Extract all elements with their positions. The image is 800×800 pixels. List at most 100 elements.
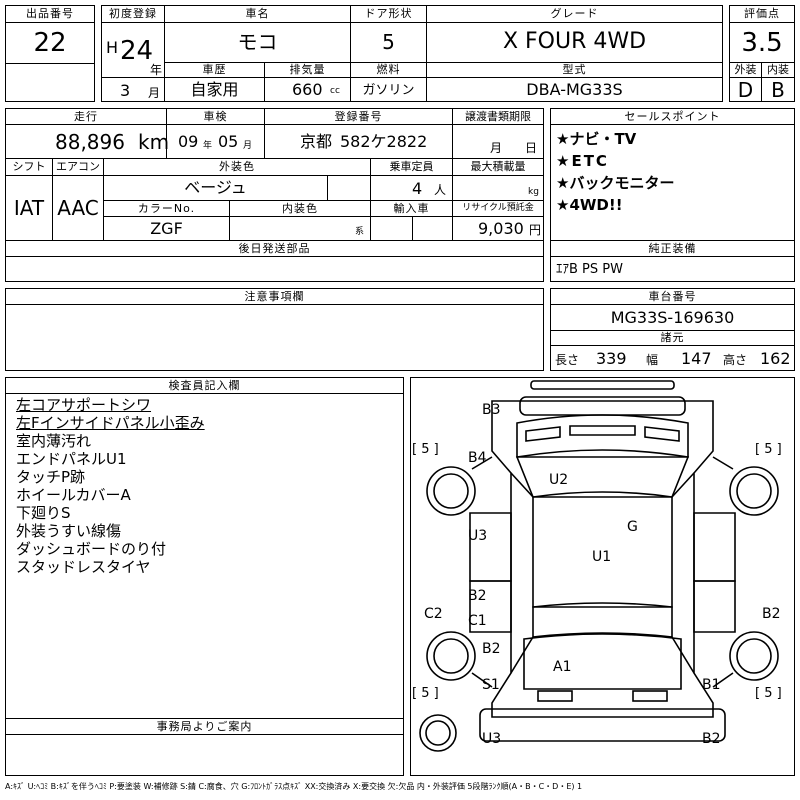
shift-value: IAT (13, 196, 45, 220)
ext-value: D (737, 78, 754, 102)
damage-mark: B3 (482, 402, 501, 418)
tread-rear-left: [ 5 ] (412, 686, 439, 701)
insp-month: 05 (218, 132, 239, 151)
sales-label: セールスポイント (624, 110, 721, 123)
dims-label: 諸元 (660, 331, 685, 344)
chassis-label: 車台番号 (648, 290, 697, 303)
grade-label: グレード (550, 7, 599, 20)
intcolor-unit: 系 (355, 227, 365, 237)
inspect-label: 車検 (203, 110, 228, 123)
cap-value: 4 (412, 179, 423, 198)
note-line: ダッシュボードのり付 (16, 540, 167, 558)
colorno-label: カラーNo. (137, 202, 196, 215)
note-line: 外装うすい線傷 (16, 522, 122, 540)
int-value: B (771, 78, 785, 102)
reg-label: 初度登録 (109, 7, 157, 20)
len-label: 長さ (555, 353, 580, 367)
disp-value: 660 (292, 80, 323, 99)
tread-front-right: [ 5 ] (755, 442, 782, 457)
disp-label: 排気量 (289, 63, 326, 76)
note-line: スタッドレスタイヤ (16, 558, 151, 576)
office-box (5, 734, 404, 776)
recycle-unit: 円 (529, 223, 542, 237)
dims-box (550, 345, 795, 371)
hgt-value: 162 (760, 349, 791, 368)
transfer-day-unit: 日 (525, 141, 538, 155)
damage-mark: B2 (482, 641, 501, 657)
insp-month-unit: 月 (243, 141, 253, 151)
color-blank-box (327, 175, 371, 201)
sales-point: ★バックモニター (556, 174, 675, 192)
hist-label: 車歴 (202, 63, 227, 76)
shift-label: シフト (12, 160, 46, 173)
disp-unit: cc (330, 86, 340, 96)
recycle-label: リサイクル預託金 (462, 203, 534, 213)
ac-value: AAC (57, 196, 99, 220)
reg-month: 3 (120, 81, 131, 100)
office-label: 事務局よりご案内 (156, 720, 253, 733)
ac-label: エアコン (56, 160, 100, 173)
sales-point: ★4WD!! (556, 196, 623, 214)
equip-value: ｴｱB PS PW (556, 262, 623, 277)
lot-label: 出品番号 (26, 7, 74, 20)
damage-mark: B4 (468, 450, 487, 466)
note-line: タッチP跡 (16, 468, 86, 486)
int-label: 内装 (767, 63, 789, 76)
insp-year: 09 (178, 132, 199, 151)
score-value: 3.5 (741, 28, 783, 58)
sales-point: ★ETC (556, 152, 609, 170)
car-damage-diagram: B3 B4 U2 G U3 U1 B2 C1 C2 B2 B2 A1 S1 B1… (412, 380, 782, 752)
note-line: 左Fインサイドパネル小歪み (16, 414, 205, 432)
cap-label: 乗車定員 (389, 160, 434, 173)
int-box (761, 77, 795, 102)
doors-label: ドア形状 (364, 7, 413, 20)
later-label: 後日発送部品 (238, 242, 311, 255)
color-label: 外装色 (219, 160, 255, 173)
note-line: 左コアサポートシワ (16, 396, 152, 414)
legend-text: A:ｷｽﾞ U:ﾍｺﾐ B:ｷｽﾞを伴うﾍｺﾐ P:要塗装 W:補修跡 S:錆 … (5, 782, 583, 791)
diagram-frame (410, 377, 795, 776)
chassis-value: MG33S-169630 (610, 308, 735, 327)
model-box (426, 77, 723, 102)
damage-mark: U3 (468, 528, 487, 544)
reg-month-unit: 月 (148, 86, 161, 100)
load-unit: kg (528, 187, 539, 197)
damage-mark: B1 (702, 677, 721, 693)
equip-box (550, 256, 795, 282)
ext-label: 外装 (734, 63, 757, 76)
equip-label: 純正装備 (648, 242, 697, 255)
reg-era: H (106, 38, 119, 57)
import-label: 輸入車 (393, 202, 430, 215)
caution-box (5, 304, 544, 371)
grade-value: X FOUR 4WD (502, 29, 647, 54)
lot-blank-box (5, 63, 95, 102)
damage-mark: C1 (468, 613, 487, 629)
model-value: DBA-MG33S (526, 80, 623, 99)
damage-mark: C2 (424, 606, 443, 622)
wid-value: 147 (681, 349, 712, 368)
mileage-unit: km (138, 130, 170, 154)
wid-label: 幅 (646, 353, 659, 367)
car-name: モコ (237, 30, 278, 54)
transfer-month-unit: 月 (490, 141, 503, 155)
cap-unit: 人 (434, 183, 447, 197)
hist-value: 自家用 (190, 80, 239, 99)
damage-mark: U1 (592, 549, 611, 565)
plate-number: 582ケ2822 (340, 132, 428, 151)
damage-mark: B2 (762, 606, 781, 622)
note-line: 下廻りS (16, 504, 71, 522)
damage-mark: B2 (468, 588, 487, 604)
fuel-label: 燃料 (376, 63, 401, 76)
tread-front-left: [ 5 ] (412, 442, 439, 457)
color-value: ベージュ (184, 178, 247, 197)
intcolor-label: 内装色 (282, 202, 318, 215)
plate-area: 京都 (300, 132, 333, 151)
note-line: エンドパネルU1 (16, 450, 127, 468)
model-label: 型式 (562, 63, 587, 76)
damage-mark: A1 (553, 659, 571, 675)
insp-year-unit: 年 (203, 141, 213, 151)
note-line: 室内薄汚れ (16, 432, 92, 450)
damage-mark: G (627, 519, 638, 535)
hgt-label: 高さ (723, 353, 748, 367)
damage-mark: U2 (549, 472, 568, 488)
